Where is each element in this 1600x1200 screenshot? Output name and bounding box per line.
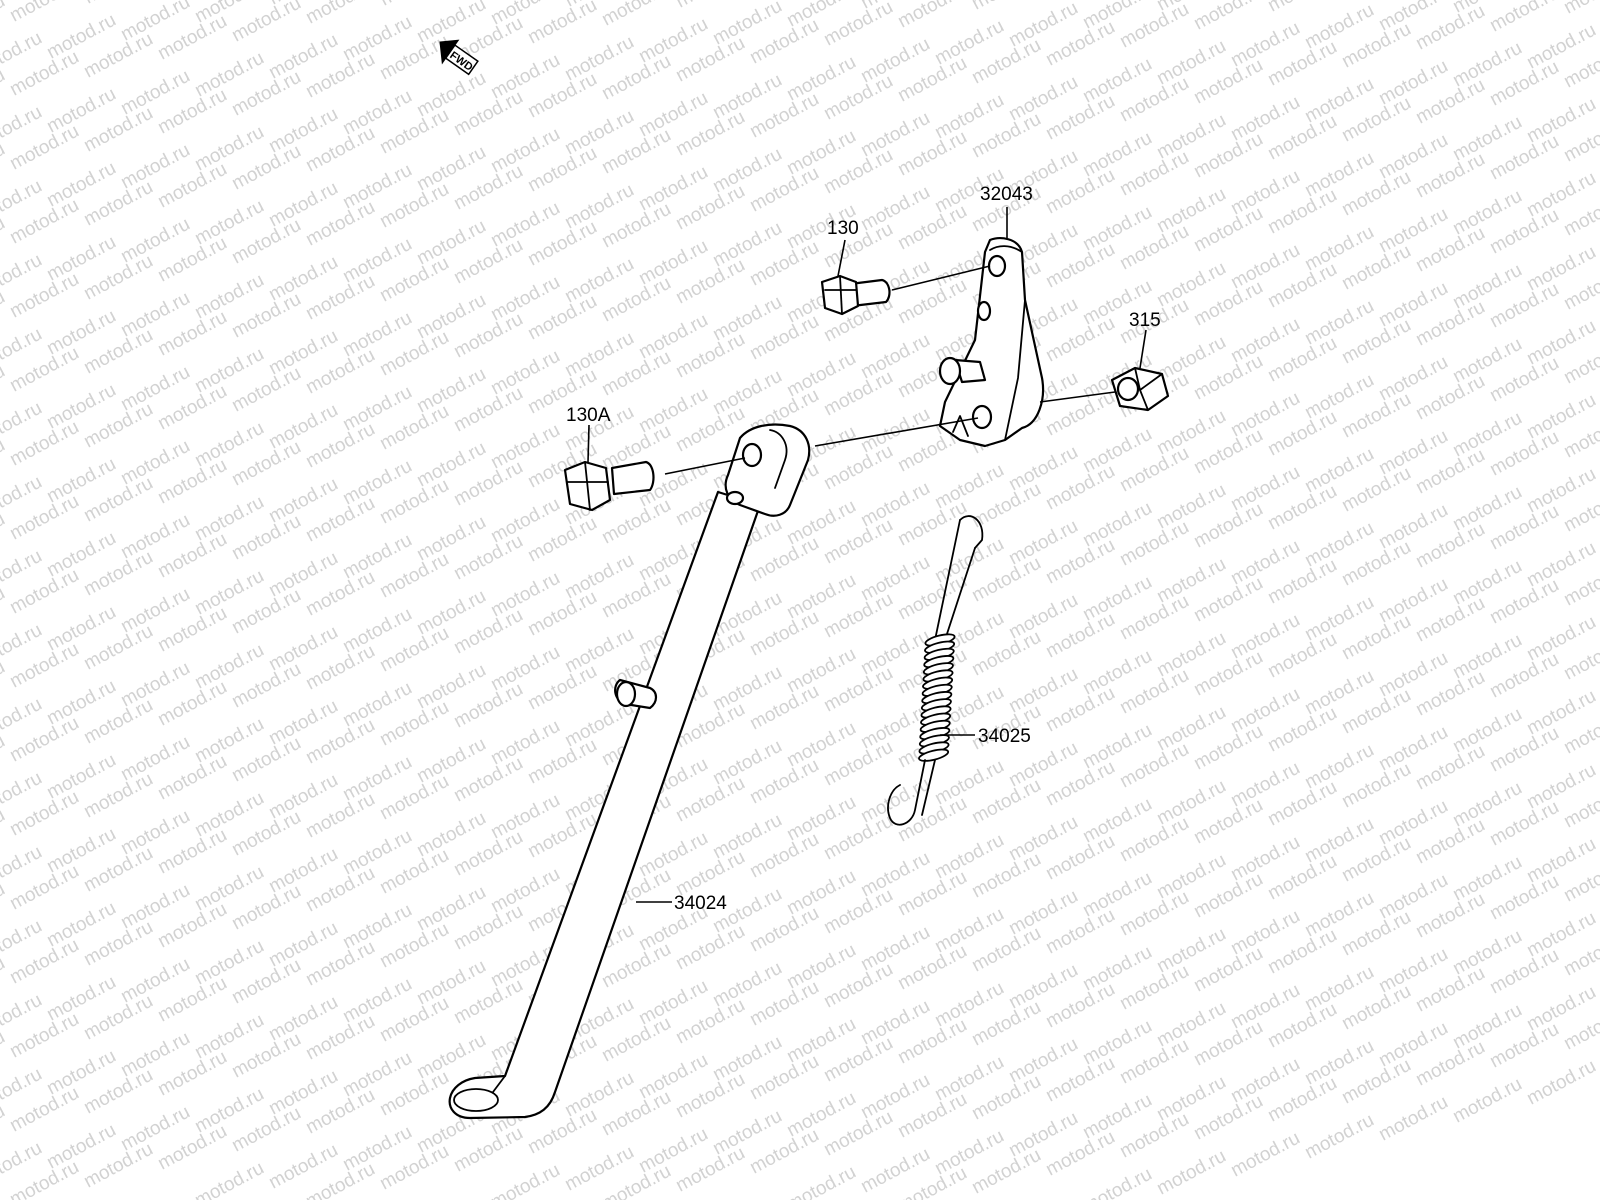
watermark-text: motod.ru bbox=[0, 879, 9, 933]
watermark-text: motod.ru bbox=[0, 361, 9, 415]
pivot-bolt-130A bbox=[563, 417, 979, 512]
label-34024: 34024 bbox=[674, 893, 727, 914]
fwd-arrow-icon: FWD bbox=[439, 39, 479, 76]
watermark-text: motod.ru bbox=[228, 0, 304, 46]
watermark-text: motod.ru bbox=[191, 1158, 267, 1200]
watermark-text: motod.ru bbox=[0, 213, 9, 267]
watermark-text: motod.ru bbox=[487, 1160, 563, 1200]
watermark-text: motod.ru bbox=[1079, 1164, 1155, 1200]
watermark-text: motod.ru bbox=[894, 0, 970, 32]
spring-coils bbox=[918, 633, 956, 762]
label-34025: 34025 bbox=[978, 726, 1031, 747]
bolt-130 bbox=[820, 265, 991, 316]
nut-315 bbox=[1039, 366, 1170, 412]
watermark-text: motod.ru bbox=[0, 509, 9, 563]
watermark-text: motod.ru bbox=[0, 1027, 9, 1081]
bracket-32043 bbox=[938, 237, 1045, 448]
watermark-text: motod.ru bbox=[1301, 1110, 1377, 1164]
watermark-text: motod.ru bbox=[0, 731, 9, 785]
watermark-text: motod.ru bbox=[1227, 1128, 1303, 1182]
label-315: 315 bbox=[1129, 310, 1161, 331]
watermark-text: motod.ru bbox=[0, 657, 9, 711]
watermark-text: motod.ru bbox=[80, 0, 156, 8]
watermark-text: motod.ru bbox=[783, 1162, 859, 1200]
leader-315 bbox=[1139, 329, 1147, 369]
leader-130 bbox=[837, 239, 846, 277]
watermark-text: motod.ru bbox=[1560, 0, 1600, 18]
watermark-text: motod.ru bbox=[1523, 1056, 1599, 1110]
watermark-text: motod.ru bbox=[1153, 1146, 1229, 1200]
leader-130A bbox=[587, 424, 590, 463]
label-130: 130 bbox=[827, 218, 859, 239]
watermark-text: motod.ru bbox=[1264, 0, 1340, 16]
watermark-text: motod.ru bbox=[1486, 0, 1562, 36]
watermark-text: motod.ru bbox=[0, 583, 9, 637]
watermark-text: motod.ru bbox=[0, 287, 9, 341]
label-32043: 32043 bbox=[980, 184, 1033, 205]
watermark-text: motod.ru bbox=[0, 435, 9, 489]
watermark-text: motod.ru bbox=[672, 0, 748, 12]
watermark-text: motod.ru bbox=[0, 805, 9, 859]
watermark-text: motod.ru bbox=[1449, 1074, 1525, 1128]
watermark-text: motod.ru bbox=[968, 0, 1044, 14]
watermark-text: motod.ru bbox=[1375, 1092, 1451, 1146]
watermark-text: motod.ru bbox=[6, 0, 82, 26]
watermark-text: motod.ru bbox=[1190, 0, 1266, 34]
watermark-text: motod.ru bbox=[0, 1101, 9, 1155]
side-stand-34024 bbox=[448, 423, 811, 1120]
watermark-text: motod.ru bbox=[0, 139, 9, 193]
spring-34025 bbox=[887, 515, 984, 826]
watermark-text: motod.ru bbox=[0, 65, 9, 119]
watermark-text: motod.ru bbox=[0, 953, 9, 1007]
label-130A: 130A bbox=[566, 405, 611, 426]
watermark-text: motod.ru bbox=[302, 0, 378, 28]
watermark-text: motod.ru bbox=[376, 0, 452, 10]
watermark-text: motod.ru bbox=[598, 0, 674, 30]
